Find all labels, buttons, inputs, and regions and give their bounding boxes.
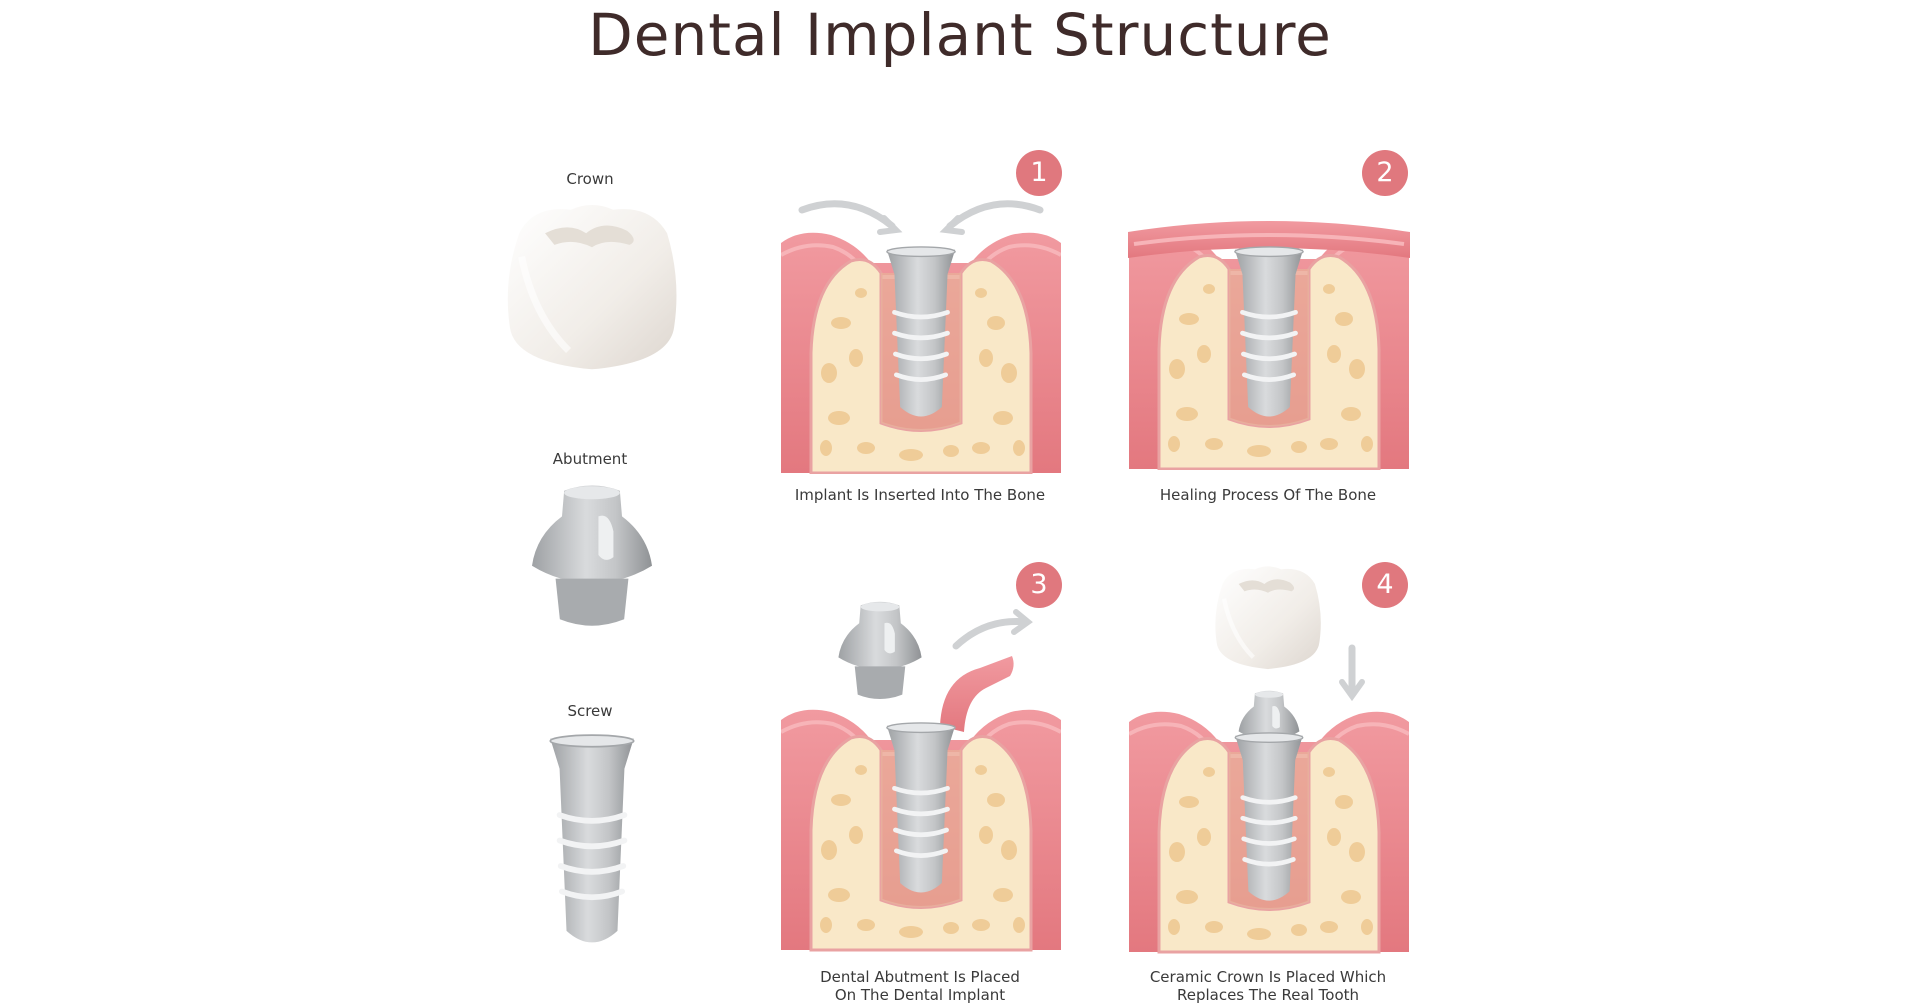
step-2-illustration <box>1128 221 1410 470</box>
step-3-badge: 3 <box>1016 562 1062 608</box>
step-3-illustration <box>780 601 1062 954</box>
step-4-caption: Ceramic Crown Is Placed Which Replaces T… <box>1108 968 1428 1004</box>
step-1-illustration <box>780 200 1062 474</box>
abutment-illustration <box>532 485 652 626</box>
step-2-caption-line-1: Healing Process Of The Bone <box>1159 486 1377 504</box>
step-1-badge: 1 <box>1016 150 1062 196</box>
step-4-badge: 4 <box>1362 562 1408 608</box>
crown-illustration <box>498 198 686 374</box>
screw-illustration <box>540 734 644 954</box>
step-1-caption-line-1: Implant Is Inserted Into The Bone <box>794 486 1046 504</box>
step-2-badge: 2 <box>1362 150 1408 196</box>
crown-label: Crown <box>566 170 614 188</box>
step-3-caption: Dental Abutment Is Placed On The Dental … <box>760 968 1080 1004</box>
screw-label: Screw <box>567 702 613 720</box>
page-title: Dental Implant Structure <box>588 1 1332 69</box>
step-1-caption: Implant Is Inserted Into The Bone <box>760 486 1080 504</box>
step-4-caption-line-1: Ceramic Crown Is Placed Which <box>1149 968 1387 986</box>
step-4-caption-line-2: Replaces The Real Tooth <box>1176 986 1360 1004</box>
step-3-caption-line-2: On The Dental Implant <box>834 986 1006 1004</box>
abutment-label: Abutment <box>552 450 628 468</box>
step-4-illustration <box>1128 562 1410 954</box>
step-3-caption-line-1: Dental Abutment Is Placed <box>820 968 1020 986</box>
step-2-caption: Healing Process Of The Bone <box>1108 486 1428 504</box>
